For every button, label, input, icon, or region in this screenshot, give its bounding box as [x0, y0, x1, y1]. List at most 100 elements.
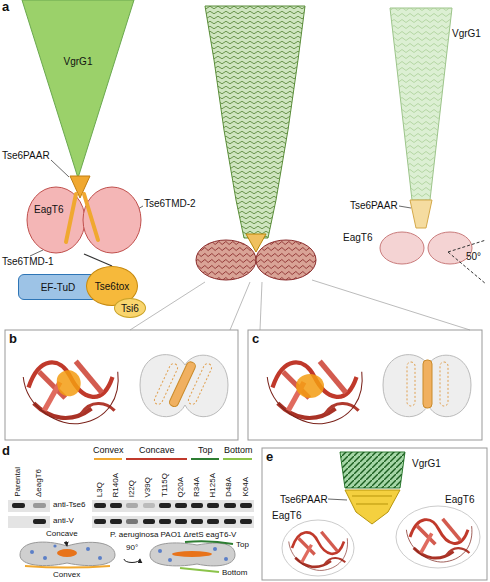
connector-line	[84, 254, 112, 266]
lane-label: T115Q	[161, 473, 170, 497]
panel-e	[396, 506, 480, 568]
density-map	[448, 252, 486, 284]
western-blot	[159, 519, 171, 524]
panel-c	[440, 362, 448, 406]
panel-b	[168, 361, 196, 408]
node-text: Tse6tox	[95, 281, 129, 292]
part-label: Tse6PAAR	[2, 150, 50, 161]
part-label: Tse6TMD-2	[144, 198, 196, 209]
surface-views	[98, 556, 102, 560]
western-blot	[175, 519, 187, 524]
panel-c	[267, 361, 362, 424]
western-blot	[110, 519, 122, 524]
cryo-em-model	[196, 240, 256, 280]
cryo-em-model	[196, 6, 316, 280]
surface-views	[224, 557, 228, 561]
tmd-rod	[84, 194, 98, 240]
leader-lines	[51, 160, 69, 177]
surface-views	[53, 544, 56, 547]
paar-triangle	[70, 176, 90, 198]
western-blot	[207, 503, 219, 508]
panel-e	[262, 448, 487, 580]
western-blot	[126, 519, 138, 524]
face-label: Bottom	[222, 569, 247, 578]
density-map	[390, 8, 452, 200]
western-blot	[191, 503, 203, 508]
lane-label: V39Q	[144, 477, 153, 497]
panel-e	[406, 519, 472, 562]
western-blot	[92, 500, 254, 512]
lane-label: Q20A	[177, 477, 186, 497]
part-label: Tse6TMD-1	[2, 256, 54, 267]
panel-c	[248, 330, 482, 440]
cryo-em-model	[256, 240, 316, 280]
western-blot	[94, 458, 122, 460]
surface-views	[168, 558, 172, 562]
panel-c	[423, 360, 432, 408]
part-label: Tse6PAAR	[350, 200, 398, 211]
face-label: Concave	[46, 530, 78, 539]
density-map	[428, 232, 472, 264]
protein-ellipse: Tsi6	[114, 298, 146, 318]
group-label: Bottom	[224, 446, 253, 456]
western-blot	[110, 503, 122, 508]
panel-c	[407, 362, 415, 406]
western-blot	[240, 519, 252, 524]
panel-b	[153, 362, 179, 405]
surface-views	[158, 549, 162, 553]
node-text: Tsi6	[121, 303, 139, 314]
surface-views	[43, 556, 47, 560]
panel-b	[23, 361, 118, 424]
panel-c	[248, 330, 482, 440]
surface-views	[124, 559, 140, 563]
panel-letter: e	[266, 450, 273, 464]
western-blot	[159, 503, 171, 508]
western-blot	[12, 503, 25, 508]
density-map	[448, 240, 486, 252]
panel-e	[340, 452, 405, 488]
panel-letter: c	[252, 332, 259, 346]
group-label: Convex	[93, 446, 124, 456]
protein-blob: EagT6	[26, 184, 142, 254]
cryo-em-model	[256, 240, 316, 280]
western-blot	[8, 500, 50, 512]
protein-blob-shape	[26, 184, 142, 254]
lane-label: D48A	[225, 477, 234, 497]
surface-views	[25, 566, 110, 568]
lane-label: I22Q	[128, 480, 137, 497]
surface-views	[66, 541, 67, 546]
western-blot	[8, 459, 254, 528]
western-blot	[8, 516, 50, 528]
strain-label: P. aeruginosa PAO1 ΔretS eagT6-V	[110, 531, 236, 540]
group-label: Concave	[139, 446, 175, 456]
lane-label: K64A	[242, 477, 251, 497]
blob-shape	[27, 187, 85, 253]
antibody-label: anti-V	[53, 517, 74, 526]
panel-letter: b	[9, 332, 17, 346]
surface-views	[213, 547, 217, 551]
western-blot	[191, 519, 203, 524]
surface-views	[172, 551, 212, 557]
panel-c	[383, 355, 471, 417]
panel-b	[57, 370, 81, 396]
surface-views	[20, 541, 235, 572]
western-blot	[240, 503, 252, 508]
cryo-em-model	[205, 6, 305, 238]
western-blot	[126, 458, 187, 460]
panel-letter: a	[2, 0, 9, 14]
western-blot	[224, 503, 236, 508]
leader-lines	[328, 499, 347, 500]
western-blot	[191, 458, 219, 460]
panel-c	[296, 374, 324, 398]
face-label: Convex	[53, 571, 80, 580]
panel-e	[282, 520, 354, 576]
western-blot	[224, 519, 236, 524]
part-label: EagT6	[272, 510, 301, 521]
panel-e	[352, 496, 392, 504]
node-text: EagT6	[34, 204, 63, 215]
leader-lines	[399, 206, 411, 208]
face-label: Top	[236, 541, 249, 550]
western-blot	[33, 519, 46, 524]
part-label: EagT6	[445, 494, 474, 505]
